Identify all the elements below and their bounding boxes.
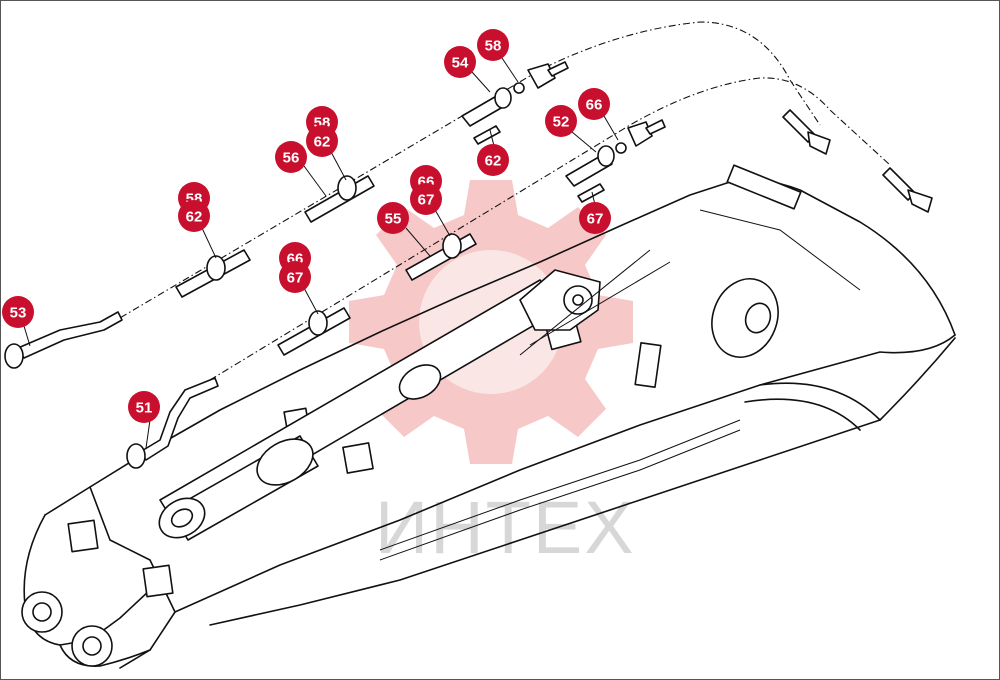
- callout-badge: [444, 46, 476, 78]
- callout-badge: [178, 200, 210, 232]
- callout-label: 58: [485, 38, 502, 55]
- pin-assembly-67-lower: [277, 307, 351, 356]
- boom-cylinder: [158, 249, 671, 541]
- callout-51[interactable]: 51: [128, 391, 160, 423]
- callout-badge: [2, 296, 34, 328]
- callout-badge: [128, 391, 160, 423]
- callout-52[interactable]: 52: [545, 105, 577, 137]
- callout-badge: [306, 125, 338, 157]
- callout-label: 51: [136, 400, 153, 417]
- callout-badge: [579, 202, 611, 234]
- pin-assembly-54: [461, 61, 569, 127]
- callout-label: 67: [287, 270, 304, 287]
- pin-assembly-52: [565, 119, 666, 187]
- callout-label: 53: [10, 305, 27, 322]
- callout-badge: [279, 261, 311, 293]
- watermark-text: ИНТЕХ: [375, 486, 636, 569]
- callout-label: 54: [452, 55, 469, 72]
- pin-assembly-55: [405, 233, 477, 281]
- callout-56[interactable]: 56: [275, 141, 307, 173]
- callout-badge: [578, 88, 610, 120]
- callout-label: 67: [587, 211, 604, 228]
- callout-label: 55: [385, 211, 402, 228]
- callout-62[interactable]: 62: [477, 144, 509, 176]
- callout-label: 66: [586, 97, 603, 114]
- callout-55[interactable]: 55: [377, 202, 409, 234]
- callout-67[interactable]: 67: [279, 261, 311, 293]
- callout-label: 56: [283, 150, 300, 167]
- callout-label: 62: [314, 134, 331, 151]
- callout-label: 67: [418, 192, 435, 209]
- callout-53[interactable]: 53: [2, 296, 34, 328]
- callout-label: 62: [186, 209, 203, 226]
- bolt-62-mid: [473, 125, 501, 145]
- callout-label: 52: [553, 114, 570, 131]
- callout-badge: [477, 29, 509, 61]
- callout-62[interactable]: 62: [306, 125, 338, 157]
- callout-66[interactable]: 66: [578, 88, 610, 120]
- pipe-routing-lines: [107, 21, 891, 381]
- leader-lines: [23, 54, 619, 449]
- bent-pipe-51: [126, 377, 219, 469]
- callout-badge: [377, 202, 409, 234]
- bolt-67-right: [577, 183, 605, 203]
- callout-label: 62: [485, 153, 502, 170]
- callout-54[interactable]: 54: [444, 46, 476, 78]
- callout-67[interactable]: 67: [410, 183, 442, 215]
- callout-67[interactable]: 67: [579, 202, 611, 234]
- callout-62[interactable]: 62: [178, 200, 210, 232]
- callout-badge: [410, 183, 442, 215]
- callout-58[interactable]: 58: [477, 29, 509, 61]
- callout-badge: [275, 141, 307, 173]
- pin-assembly-56: [304, 175, 375, 223]
- far-right-bolts: [782, 109, 933, 213]
- bent-pipe-53: [4, 311, 123, 369]
- pin-assembly-62-left: [175, 249, 251, 298]
- callout-badge: [477, 144, 509, 176]
- callout-badge: [545, 105, 577, 137]
